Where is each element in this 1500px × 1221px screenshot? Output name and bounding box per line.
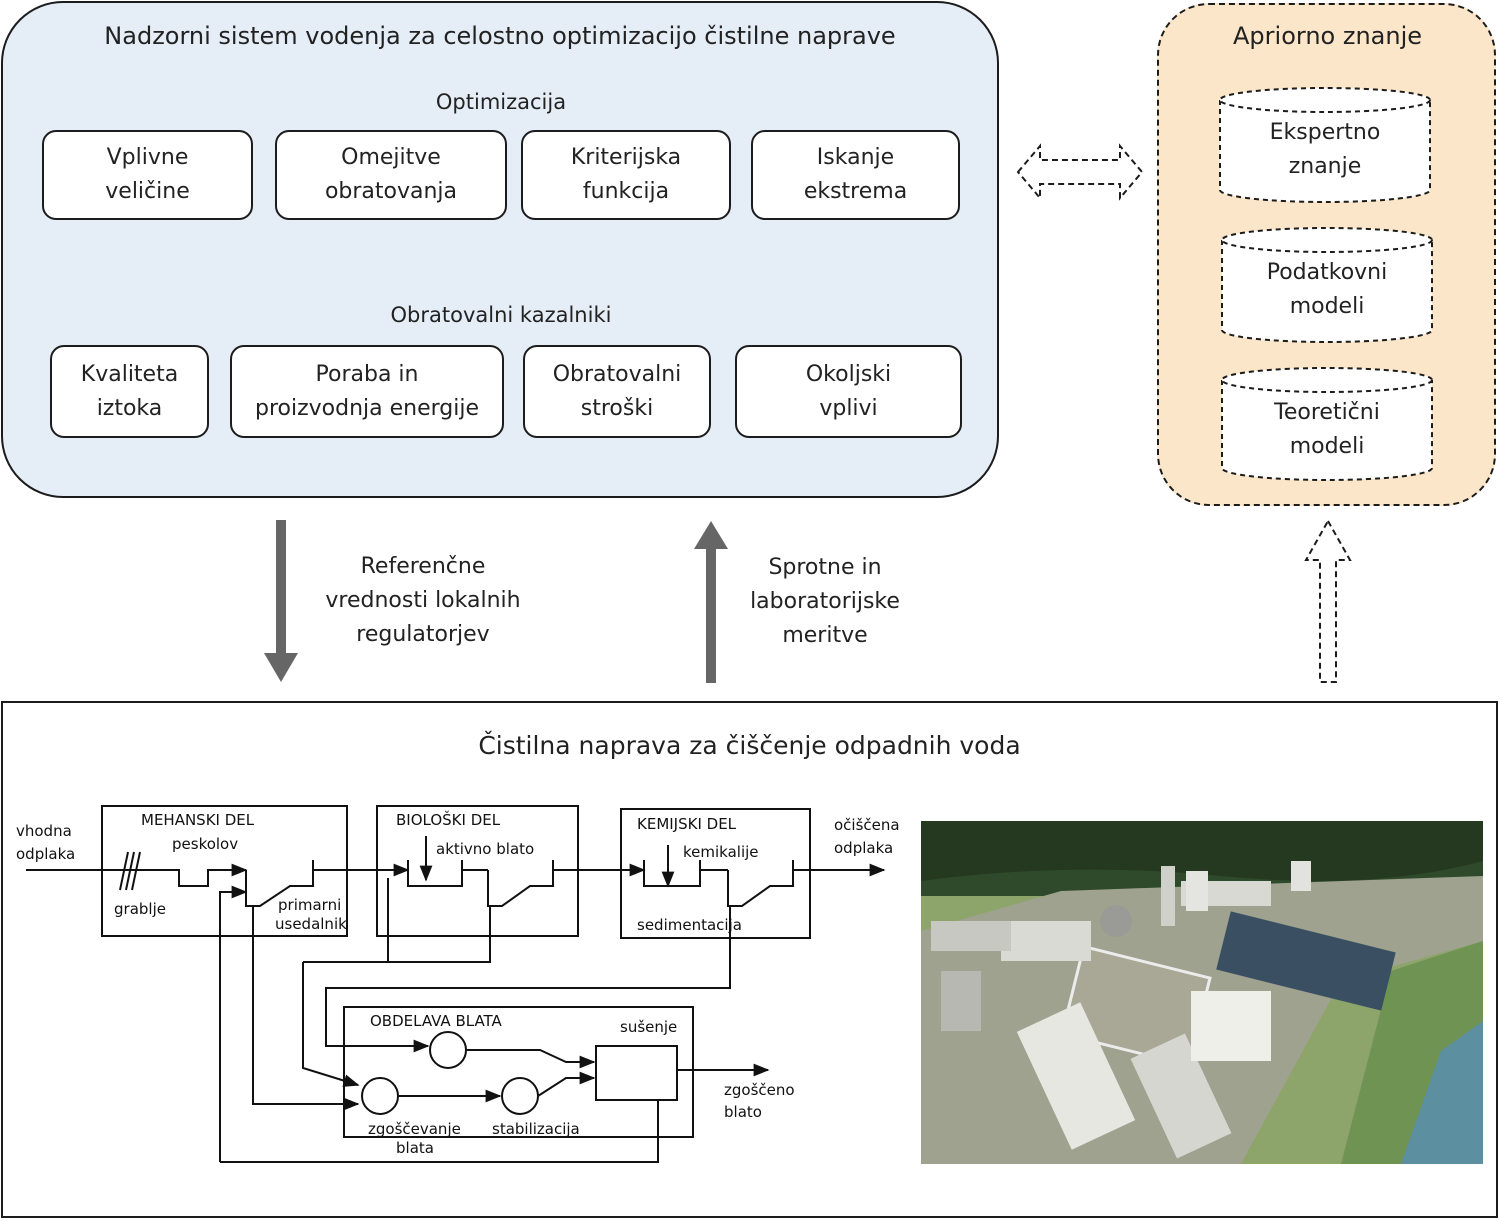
primary-label-2: usedalnik	[275, 915, 347, 933]
sludge-treatment-label: OBDELAVA BLATA	[370, 1012, 503, 1030]
supervisory-title: Nadzorni sistem vodenja za celostno opti…	[104, 22, 896, 50]
inflow-label-2: odplaka	[16, 845, 75, 863]
store-data-models: Podatkovni modeli	[1266, 260, 1388, 319]
grit-label: peskolov	[172, 835, 238, 853]
knowledge-title: Apriorno znanje	[1233, 22, 1422, 50]
optimization-box-constraints: Omejitve obratovanja	[275, 130, 507, 220]
up-arrow-icon	[694, 521, 728, 683]
measurements-label: Sprotne in laboratorijske meritve	[750, 555, 900, 648]
indicator-box-energy: Poraba in proizvodnja energije	[230, 345, 504, 438]
mechanical-label: MEHANSKI DEL	[141, 811, 255, 829]
treatment-plant-panel	[1, 701, 1498, 1218]
optimization-box-extremum: Iskanje ekstrema	[751, 130, 960, 220]
outflow-label-1: očiščena	[834, 816, 900, 834]
dewatering-unit	[429, 1031, 467, 1069]
stabilization-label: stabilizacija	[492, 1120, 580, 1138]
reference-values-label: Referenčne vrednosti lokalnih regulatorj…	[325, 554, 521, 647]
optimization-label: Optimizacija	[435, 90, 567, 114]
primary-label-1: primarni	[278, 896, 341, 914]
database-icon	[1221, 367, 1433, 481]
indicator-box-effluent-quality: Kvaliteta iztoka	[50, 345, 209, 438]
store-expert-knowledge: Ekspertno znanje	[1269, 120, 1381, 179]
database-icon	[1219, 87, 1431, 203]
indicators-label: Obratovalni kazalniki	[390, 303, 612, 327]
plant-title: Čistilna naprava za čiščenje odpadnih vo…	[478, 731, 1021, 760]
screens-label: grablje	[114, 900, 166, 918]
chemicals-label: kemikalije	[683, 843, 759, 861]
thickened-sludge-label-2: blato	[724, 1103, 762, 1121]
chemical-section-box	[620, 808, 811, 939]
store-theoretical-models: Teoretični modeli	[1274, 400, 1380, 459]
thickening-label-2: blata	[396, 1139, 434, 1157]
activated-sludge-label: aktivno blato	[436, 840, 534, 858]
drying-unit	[595, 1045, 678, 1101]
sedimentation-label: sedimentacija	[637, 916, 742, 934]
indicator-box-operating-costs: Obratovalni stroški	[523, 345, 711, 438]
thickening-unit	[361, 1077, 399, 1115]
chemical-label: KEMIJSKI DEL	[637, 815, 737, 833]
bidirectional-arrow-icon	[1016, 143, 1144, 201]
inflow-label-1: vhodna	[16, 822, 72, 840]
optimization-box-criterion: Kriterijska funkcija	[521, 130, 731, 220]
sludge-treatment-box	[343, 1006, 694, 1138]
plant-aerial-photo	[921, 821, 1483, 1164]
thickened-sludge-label-1: zgoščeno	[724, 1081, 795, 1099]
down-arrow-icon	[264, 520, 298, 682]
outflow-label-2: odplaka	[834, 839, 893, 857]
database-icon	[1221, 227, 1433, 343]
optimization-box-variables: Vplivne veličine	[42, 130, 253, 220]
indicator-box-environmental-impact: Okoljski vplivi	[735, 345, 962, 438]
hollow-up-arrow-icon	[1304, 518, 1352, 683]
thickening-label-1: zgoščevanje	[368, 1120, 461, 1138]
biological-label: BIOLOŠKI DEL	[396, 810, 501, 829]
stabilization-unit	[501, 1077, 539, 1115]
drying-label: sušenje	[620, 1018, 677, 1036]
